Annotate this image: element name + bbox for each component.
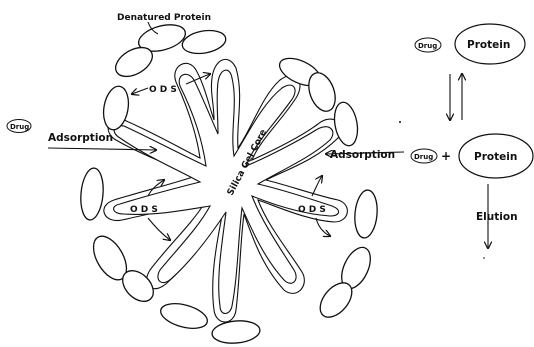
speck [483, 257, 485, 259]
protein-blob [79, 167, 105, 221]
binding-scheme: Drug Protein Drug + Protein Elution [411, 24, 533, 248]
protein-blob [180, 27, 227, 56]
label-adsorption-left: Adsorption [48, 132, 113, 144]
label-ods-left: O D S [130, 205, 158, 215]
protein-blob [158, 299, 210, 333]
pointer-ods-right-up [312, 176, 322, 196]
label-denatured-protein: Denatured Protein [117, 13, 211, 23]
pointer-ods-left-down [148, 218, 170, 240]
protein-label-complex: Protein [467, 39, 510, 51]
protein-blob [353, 189, 379, 239]
protein-blob [100, 84, 131, 131]
drug-label-complex: Drug [418, 42, 437, 50]
drug-label-free: Drug [414, 153, 433, 161]
label-ods-top: O D S [149, 85, 177, 95]
plus-sign: + [441, 149, 451, 163]
pointer-ods-top-left [132, 88, 148, 94]
label-elution: Elution [476, 211, 518, 223]
speck [399, 121, 401, 123]
drug-label-left: Drug [10, 123, 29, 131]
label-adsorption-right: Adsorption [330, 149, 395, 161]
adsorption-right: Adsorption [326, 149, 404, 161]
protein-blob [211, 319, 261, 345]
label-ods-right: O D S [298, 205, 326, 215]
protein-label-free: Protein [474, 151, 517, 163]
